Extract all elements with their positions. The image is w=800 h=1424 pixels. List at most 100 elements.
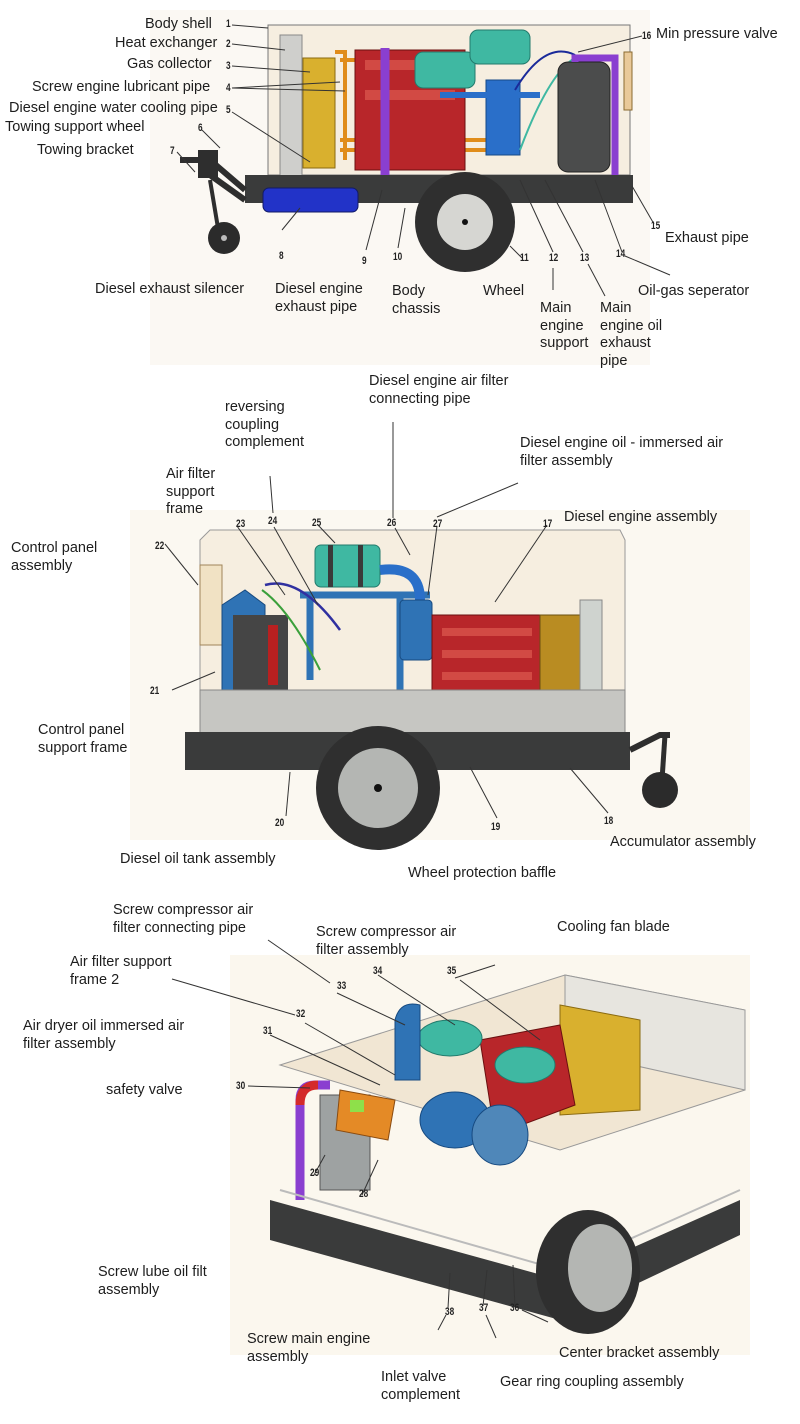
callout-number: 30: [236, 1080, 246, 1092]
label-control-panel-assembly: Control panel assembly: [11, 540, 98, 574]
callout-number: 23: [236, 518, 246, 530]
callout-number: 13: [580, 252, 590, 264]
air-filter-teal: [314, 544, 381, 588]
diagram-side-view: Body shell 1 Heat exchanger 2 Gas collec…: [0, 0, 800, 370]
wheel-hub: [462, 219, 468, 225]
label-gas-collector: Gas collector: [127, 56, 212, 72]
label-wheel: Wheel: [483, 283, 525, 299]
gear-ring-coupling: [471, 1104, 529, 1166]
towing-bracket-box: [198, 150, 218, 178]
label-air-dryer-oil-immersed-air-filter-assembly: Air dryer oil immersed air filter assemb…: [23, 1018, 185, 1052]
label-screw-lube-oil-filter-assembly: Screw lube oil filt assembly: [98, 1264, 207, 1298]
callout-number: 4: [226, 82, 231, 94]
label-oil-gas-seperator: Oil-gas seperator: [638, 283, 750, 299]
heat-exchanger: [279, 34, 303, 186]
exhaust-silencer: [262, 187, 359, 213]
compressor-perspective-illustration: [171, 939, 750, 1355]
label-diesel-engine-air-filter-connecting-pipe: Diesel engine air filter connecting pipe: [369, 373, 509, 407]
label-air-filter-support-frame-2: Air filter support frame 2: [70, 954, 172, 988]
callout-number: 24: [268, 515, 278, 527]
callout-number: 25: [312, 517, 322, 529]
air-filter-connecting-pipe: [394, 1003, 421, 1081]
label-body-chassis: Body chassis: [392, 283, 441, 317]
oil-gas-separator: [557, 61, 611, 173]
screw-compressor-air-filter: [417, 1019, 483, 1057]
callout-number: 5: [226, 104, 231, 116]
callout-number: 1: [226, 18, 231, 30]
label-screw-main-engine-assembly: Screw main engine assembly: [247, 1331, 371, 1365]
callout-number: 14: [616, 248, 626, 260]
callout-number: 22: [155, 540, 165, 552]
label-inlet-valve-complement: Inlet valve complement: [381, 1369, 460, 1403]
callout-number: 12: [549, 252, 559, 264]
engine-detail: [365, 60, 455, 70]
callout-number: 6: [198, 122, 203, 134]
diesel-oil-tank: [199, 689, 626, 736]
safety-valve-pipe: [295, 1080, 319, 1106]
label-accumulator-assembly: Accumulator assembly: [610, 834, 756, 850]
callout-number: 15: [651, 220, 661, 232]
label-control-panel-support-frame: Control panel support frame: [38, 722, 128, 756]
label-screw-compressor-air-filter-assembly: Screw compressor air filter assembly: [316, 924, 457, 958]
callout-number: 37: [479, 1302, 489, 1314]
callout-number: 21: [150, 685, 160, 697]
label-heat-exchanger: Heat exchanger: [115, 35, 218, 51]
callout-number: 27: [433, 518, 443, 530]
label-reversing-coupling-complement: reversing coupling complement: [225, 399, 304, 450]
compressor-rear-illustration: [130, 422, 750, 850]
label-min-pressure-valve: Min pressure valve: [656, 26, 778, 42]
wheel-rim: [568, 1224, 632, 1312]
label-screw-engine-lubricant-pipe: Screw engine lubricant pipe: [32, 79, 211, 95]
callout-number: 33: [337, 980, 347, 992]
separator-tank: [233, 615, 288, 695]
callout-number: 20: [275, 817, 285, 829]
label-main-engine-oil-exhaust-pipe: Main engine oil exhaust pipe: [600, 300, 663, 369]
air-filter-teal: [494, 1046, 556, 1084]
control-panel: [199, 564, 223, 646]
callout-number: 10: [393, 251, 403, 263]
callout-number: 36: [510, 1302, 520, 1314]
air-filter-connecting-pipe: [379, 564, 425, 601]
label-cooling-fan-blade: Cooling fan blade: [557, 919, 670, 935]
callout-number: 26: [387, 517, 397, 529]
red-filter: [268, 625, 278, 685]
label-wheel-protection-baffle: Wheel protection baffle: [408, 865, 557, 881]
screw-compressor: [485, 79, 521, 156]
hose: [264, 582, 342, 631]
callout-number: 7: [170, 145, 175, 157]
label-main-engine-support: Main engine support: [540, 300, 589, 351]
callout-number: 2: [226, 38, 231, 50]
air-filter-teal: [414, 51, 476, 89]
label-exhaust-pipe: Exhaust pipe: [665, 230, 749, 246]
callout-number: 34: [373, 965, 383, 977]
gas-collector: [302, 57, 336, 169]
towing-support: [208, 179, 220, 229]
leader-lines: [176, 24, 671, 297]
label-diesel-oil-tank-assembly: Diesel oil tank assembly: [120, 851, 276, 867]
label-screw-compressor-air-filter-connecting-pipe: Screw compressor air filter connecting p…: [113, 902, 254, 936]
callout-number: 9: [362, 255, 367, 267]
callout-number: 11: [520, 252, 529, 264]
side-panel: [623, 51, 633, 111]
callout-number: 3: [226, 60, 231, 72]
callout-number: 17: [543, 518, 553, 530]
label-diesel-engine-oil-immersed-air-filter-assembly: Diesel engine oil - immersed air filter …: [520, 435, 724, 469]
callout-number: 32: [296, 1008, 306, 1020]
callout-number: 29: [310, 1167, 320, 1179]
callout-number: 31: [263, 1025, 273, 1037]
label-diesel-engine-water-cooling-pipe: Diesel engine water cooling pipe: [9, 100, 218, 116]
label-safety-valve: safety valve: [106, 1082, 183, 1098]
label-gear-ring-coupling-assembly: Gear ring coupling assembly: [500, 1374, 684, 1390]
callout-number: 16: [642, 30, 652, 42]
towing-bracket: [628, 732, 670, 753]
callout-number: 19: [491, 821, 501, 833]
air-filter-teal: [469, 29, 531, 65]
label-center-bracket-assembly: Center bracket assembly: [559, 1345, 720, 1361]
leader-lines: [171, 939, 549, 1339]
hose: [514, 50, 576, 91]
label-diesel-engine-assembly: Diesel engine assembly: [564, 509, 718, 525]
towing-support-wheel: [642, 772, 678, 808]
compressor-side-illustration: [150, 10, 671, 365]
callout-number: 28: [359, 1188, 369, 1200]
label-diesel-exhaust-silencer: Diesel exhaust silencer: [95, 281, 245, 297]
